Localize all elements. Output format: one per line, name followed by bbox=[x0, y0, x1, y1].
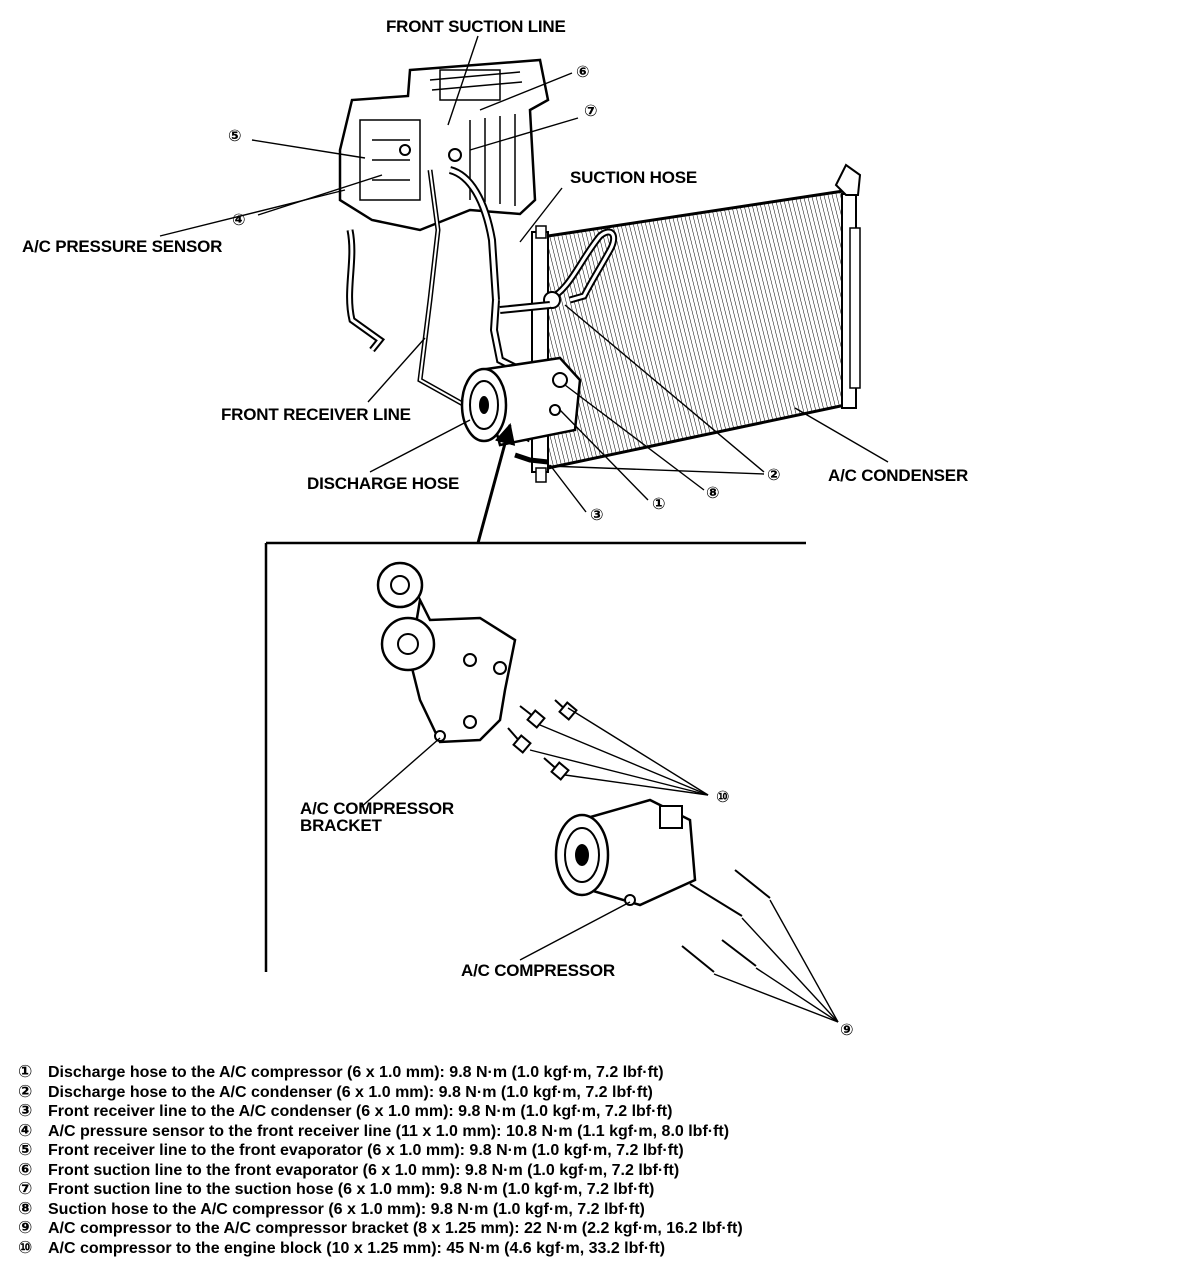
legend-number: ⑥ bbox=[18, 1159, 33, 1179]
callout-8: ⑧ bbox=[706, 485, 720, 502]
bolts-9 bbox=[681, 869, 771, 973]
legend-item: ② Discharge hose to the A/C condenser (6 … bbox=[18, 1082, 1168, 1102]
detail-arrow bbox=[476, 422, 516, 544]
front-suction-line-drawing bbox=[448, 166, 500, 301]
legend-number: ⑦ bbox=[18, 1179, 33, 1198]
legend-text: Front receiver line to the A/C condenser… bbox=[48, 1103, 673, 1120]
label-front-receiver-line: FRONT RECEIVER LINE bbox=[221, 405, 411, 424]
legend-text: A/C compressor to the A/C compressor bra… bbox=[48, 1220, 743, 1237]
legend-number: ② bbox=[18, 1081, 33, 1101]
label-ac-compressor-bracket-line2: BRACKET bbox=[300, 816, 382, 835]
ac-compressor-bracket-drawing bbox=[376, 561, 517, 744]
legend-text: A/C compressor to the engine block (10 x… bbox=[48, 1239, 666, 1257]
callout-2: ② bbox=[767, 467, 781, 484]
legend-number: ① bbox=[18, 1062, 33, 1081]
leader-lines-inset bbox=[359, 707, 839, 1023]
legend-item: ⑦ Front suction line to the suction hose … bbox=[18, 1179, 1168, 1199]
legend-number: ③ bbox=[18, 1101, 33, 1120]
legend-number: ⑩ bbox=[18, 1237, 33, 1257]
legend-number: ⑨ bbox=[18, 1218, 33, 1237]
ac-compressor-inset-drawing bbox=[554, 798, 697, 907]
legend-item: ⑥ Front suction line to the front evapora… bbox=[18, 1160, 1168, 1180]
callout-4: ④ bbox=[232, 212, 246, 229]
callout-3: ③ bbox=[590, 507, 604, 524]
legend-item: ⑧ Suction hose to the A/C compressor (6 x… bbox=[18, 1199, 1168, 1219]
label-ac-compressor-bracket-line1: A/C COMPRESSOR bbox=[300, 799, 454, 818]
legend-text: Suction hose to the A/C compressor (6 x … bbox=[48, 1200, 645, 1218]
legend-number: ⑧ bbox=[18, 1198, 33, 1218]
legend-number: ④ bbox=[18, 1120, 33, 1140]
legend-text: Discharge hose to the A/C condenser (6 x… bbox=[48, 1083, 653, 1101]
inset-frame bbox=[264, 541, 806, 972]
legend-item: ⑨ A/C compressor to the A/C compressor br… bbox=[18, 1218, 1168, 1238]
bolts-10 bbox=[507, 699, 578, 781]
label-ac-compressor: A/C COMPRESSOR bbox=[461, 961, 615, 980]
label-ac-condenser: A/C CONDENSER bbox=[828, 466, 969, 485]
legend-text: A/C pressure sensor to the front receive… bbox=[48, 1122, 730, 1140]
torque-spec-legend: ① Discharge hose to the A/C compressor (6… bbox=[18, 1062, 1168, 1257]
ac-condenser-drawing bbox=[531, 163, 862, 483]
discharge-hose-drawing bbox=[514, 452, 549, 465]
legend-item: ⑩ A/C compressor to the engine block (10 … bbox=[18, 1238, 1168, 1258]
label-suction-hose: SUCTION HOSE bbox=[570, 168, 698, 187]
callout-10: ⑩ bbox=[716, 789, 730, 806]
legend-number: ⑤ bbox=[18, 1140, 33, 1159]
legend-text: Front suction line to the front evaporat… bbox=[48, 1161, 680, 1179]
legend-item: ④ A/C pressure sensor to the front receiv… bbox=[18, 1121, 1168, 1141]
ac-compressor-top-drawing bbox=[460, 356, 582, 447]
callout-1: ① bbox=[652, 496, 666, 513]
legend-text: Front suction line to the suction hose (… bbox=[48, 1181, 655, 1198]
legend-item: ① Discharge hose to the A/C compressor (6… bbox=[18, 1062, 1168, 1082]
legend-item: ⑤ Front receiver line to the front evapor… bbox=[18, 1140, 1168, 1160]
callout-6: ⑥ bbox=[576, 64, 590, 81]
leader-lines-top bbox=[159, 35, 889, 513]
legend-text: Front receiver line to the front evapora… bbox=[48, 1142, 684, 1159]
ac-system-diagram bbox=[159, 35, 889, 1023]
callout-9: ⑨ bbox=[840, 1022, 854, 1039]
label-front-suction-line: FRONT SUCTION LINE bbox=[386, 17, 566, 36]
legend-item: ③ Front receiver line to the A/C condense… bbox=[18, 1101, 1168, 1121]
callout-7: ⑦ bbox=[584, 103, 598, 120]
label-ac-pressure-sensor: A/C PRESSURE SENSOR bbox=[22, 237, 223, 256]
callout-5: ⑤ bbox=[228, 128, 242, 145]
front-evaporator-drawing bbox=[338, 58, 550, 232]
label-discharge-hose: DISCHARGE HOSE bbox=[307, 474, 460, 493]
legend-text: Discharge hose to the A/C compressor (6 … bbox=[48, 1064, 664, 1081]
